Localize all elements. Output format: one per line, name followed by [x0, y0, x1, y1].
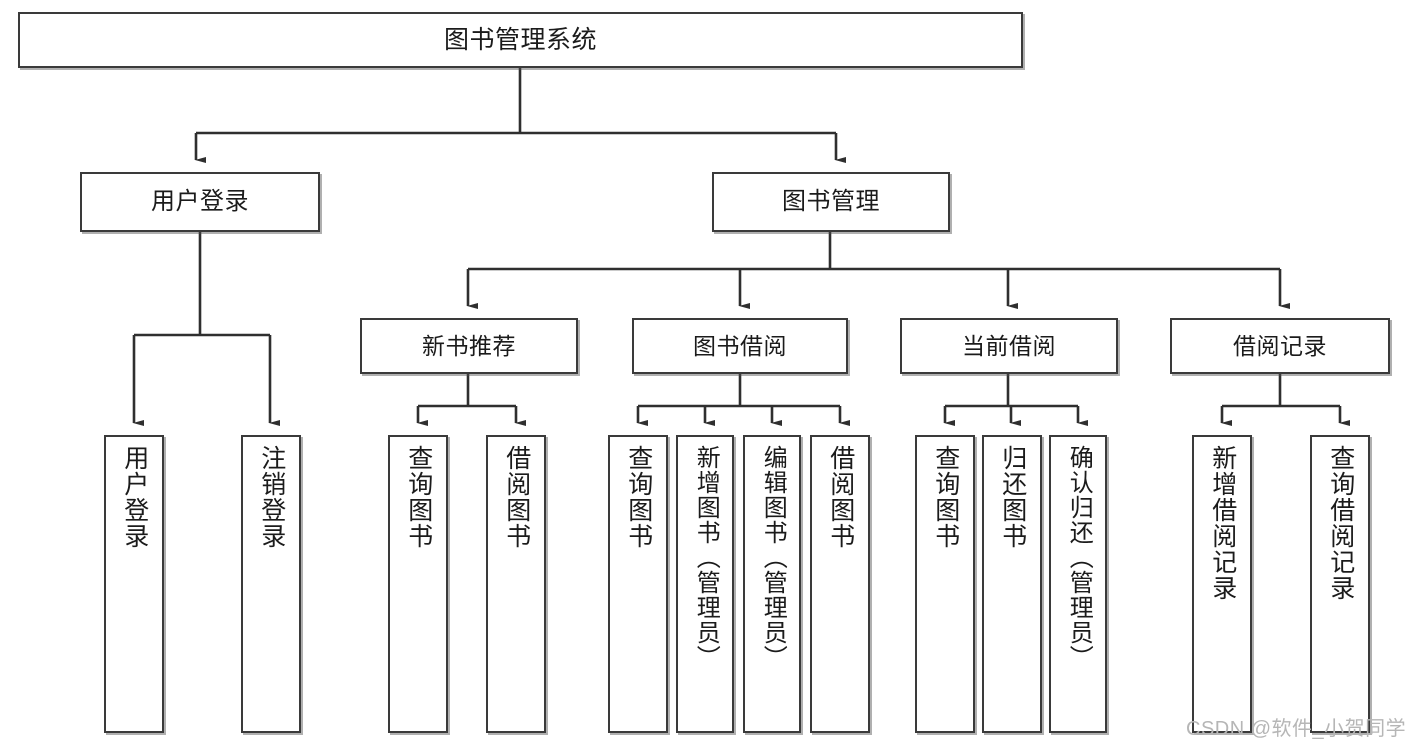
node-book-management[interactable]: 图书管理 [712, 172, 950, 232]
node-leaf-query-book-current[interactable]: 查询图书 [915, 435, 975, 733]
node-leaf-borrow-book[interactable]: 借阅图书 [810, 435, 870, 733]
node-leaf-edit-book-admin[interactable]: 编辑图书（管理员） [743, 435, 801, 733]
node-leaf-query-book-borrow-label: 查询图书 [624, 445, 653, 549]
node-leaf-user-login[interactable]: 用户登录 [104, 435, 164, 733]
node-user-login-label: 用户登录 [151, 188, 249, 216]
node-borrow-record-label: 借阅记录 [1233, 332, 1327, 359]
node-leaf-query-borrow-record-label: 查询借阅记录 [1326, 445, 1355, 601]
node-leaf-add-book-admin-label: 新增图书（管理员） [692, 445, 720, 670]
node-new-book-recommend-label: 新书推荐 [422, 332, 516, 359]
node-user-login[interactable]: 用户登录 [80, 172, 320, 232]
node-root[interactable]: 图书管理系统 [18, 12, 1023, 68]
node-leaf-query-book-current-label: 查询图书 [931, 445, 960, 549]
node-leaf-borrow-book-label: 借阅图书 [826, 445, 855, 549]
node-new-book-recommend[interactable]: 新书推荐 [360, 318, 578, 374]
node-leaf-user-logout-label: 注销登录 [257, 445, 286, 549]
node-current-borrow[interactable]: 当前借阅 [900, 318, 1118, 374]
node-leaf-query-book-recommend[interactable]: 查询图书 [388, 435, 448, 733]
node-leaf-user-logout[interactable]: 注销登录 [241, 435, 301, 733]
node-leaf-add-book-admin[interactable]: 新增图书（管理员） [676, 435, 734, 733]
node-leaf-borrow-book-recommend-label: 借阅图书 [502, 445, 531, 549]
node-leaf-confirm-return-admin-label: 确认归还（管理员） [1065, 445, 1093, 670]
watermark: CSDN @软件_小贺同学 [1186, 718, 1405, 740]
node-leaf-borrow-book-recommend[interactable]: 借阅图书 [486, 435, 546, 733]
node-borrow-record[interactable]: 借阅记录 [1170, 318, 1390, 374]
node-book-borrow[interactable]: 图书借阅 [632, 318, 848, 374]
node-leaf-add-borrow-record[interactable]: 新增借阅记录 [1192, 435, 1252, 733]
node-leaf-query-book-borrow[interactable]: 查询图书 [608, 435, 668, 733]
node-leaf-add-borrow-record-label: 新增借阅记录 [1208, 445, 1237, 601]
node-book-borrow-label: 图书借阅 [693, 332, 787, 359]
node-root-label: 图书管理系统 [443, 25, 597, 54]
node-leaf-query-borrow-record[interactable]: 查询借阅记录 [1310, 435, 1370, 733]
node-leaf-query-book-recommend-label: 查询图书 [404, 445, 433, 549]
node-leaf-return-book-label: 归还图书 [998, 445, 1027, 549]
node-leaf-edit-book-admin-label: 编辑图书（管理员） [759, 445, 787, 670]
node-leaf-return-book[interactable]: 归还图书 [982, 435, 1042, 733]
node-current-borrow-label: 当前借阅 [962, 332, 1056, 359]
node-book-management-label: 图书管理 [782, 188, 880, 216]
node-leaf-confirm-return-admin[interactable]: 确认归还（管理员） [1049, 435, 1107, 733]
node-leaf-user-login-label: 用户登录 [120, 445, 149, 549]
